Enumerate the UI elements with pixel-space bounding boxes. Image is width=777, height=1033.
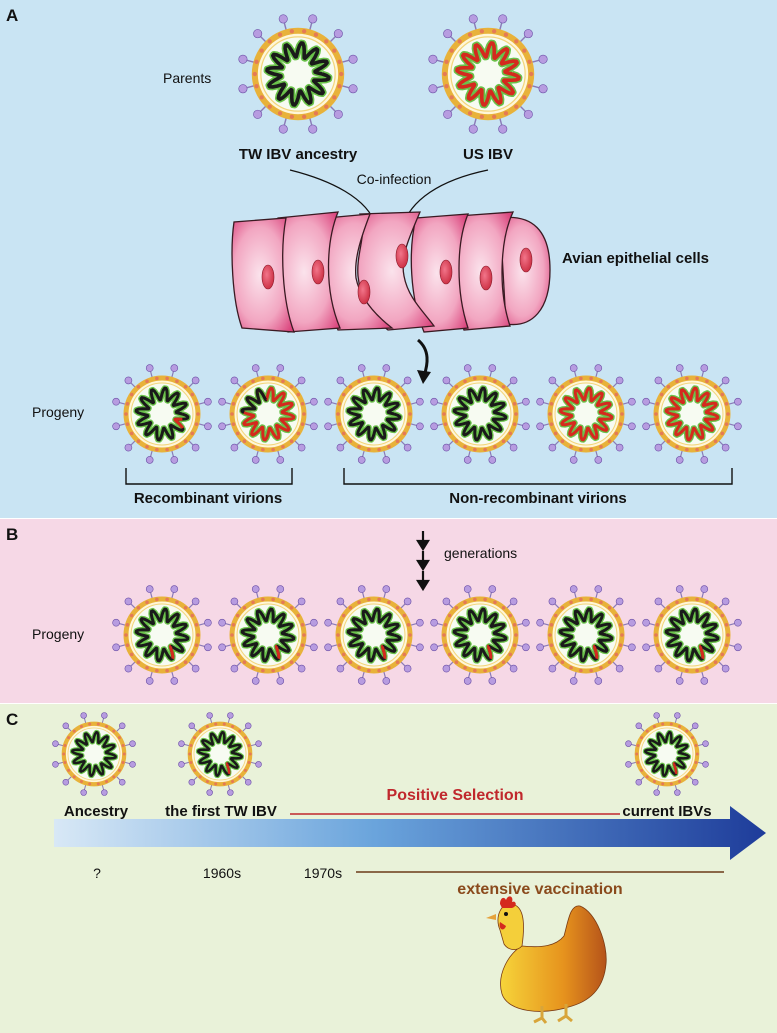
tw-ibv-ancestry-label: TW IBV ancestry	[238, 146, 358, 163]
panel-b-label: B	[6, 525, 19, 544]
progeny-label-a: Progeny	[32, 404, 85, 420]
virion-nonrec-3	[536, 364, 636, 464]
generations-arrows	[416, 531, 430, 592]
panel-c-label: C	[6, 710, 19, 729]
avian-epithelial-cells-label: Avian epithelial cells	[562, 250, 710, 267]
progeny-brackets	[125, 468, 733, 485]
virion-nonrec-2	[430, 364, 530, 464]
virion-current	[625, 712, 709, 796]
time-unknown: ?	[93, 865, 101, 881]
virion-b-1	[112, 585, 212, 685]
infection-arrow	[416, 338, 431, 384]
selection-line	[290, 813, 620, 815]
virion-b-6	[642, 585, 742, 685]
virion-nonrec-1	[324, 364, 424, 464]
virion-b-4	[430, 585, 530, 685]
chicken-icon	[486, 896, 607, 1024]
virion-recombinant-2	[218, 364, 318, 464]
first-tw-ibv-label: the first TW IBV	[165, 803, 277, 820]
avian-epithelial-cells	[231, 211, 551, 333]
virion-recombinant-1	[112, 364, 212, 464]
panel-a-label: A	[6, 6, 19, 25]
timeline-arrow	[54, 806, 766, 860]
ancestry-label: Ancestry	[63, 803, 129, 820]
parents-label: Parents	[163, 70, 212, 86]
time-1960s: 1960s	[202, 865, 242, 881]
progeny-label-b: Progeny	[32, 626, 85, 642]
vaccination-line	[356, 871, 724, 873]
non-recombinant-virions-label: Non-recombinant virions	[449, 490, 627, 507]
panel-a: A Parents TW IBV ancestry US IBV Co-infe…	[0, 0, 777, 518]
virion-nonrec-4	[642, 364, 742, 464]
current-ibvs-label: current IBVs	[622, 803, 712, 820]
recombinant-virions-label: Recombinant virions	[133, 490, 283, 507]
virion-b-3	[324, 585, 424, 685]
panel-b: B generations Progeny	[0, 519, 777, 703]
virion-us-parent	[428, 14, 548, 134]
virion-b-5	[536, 585, 636, 685]
us-ibv-label: US IBV	[462, 146, 514, 163]
virion-b-2	[218, 585, 318, 685]
co-infection-label: Co-infection	[356, 171, 432, 187]
virion-tw-parent	[238, 14, 358, 134]
virion-ancestry	[52, 712, 136, 796]
positive-selection-label: Positive Selection	[382, 787, 528, 805]
time-1970s: 1970s	[303, 865, 343, 881]
extensive-vaccination-label: extensive vaccination	[457, 881, 623, 898]
generations-label: generations	[444, 545, 518, 561]
virion-first-tw	[178, 712, 262, 796]
panel-c: C Ancestry the first TW IBV current IBVs…	[0, 704, 777, 1033]
